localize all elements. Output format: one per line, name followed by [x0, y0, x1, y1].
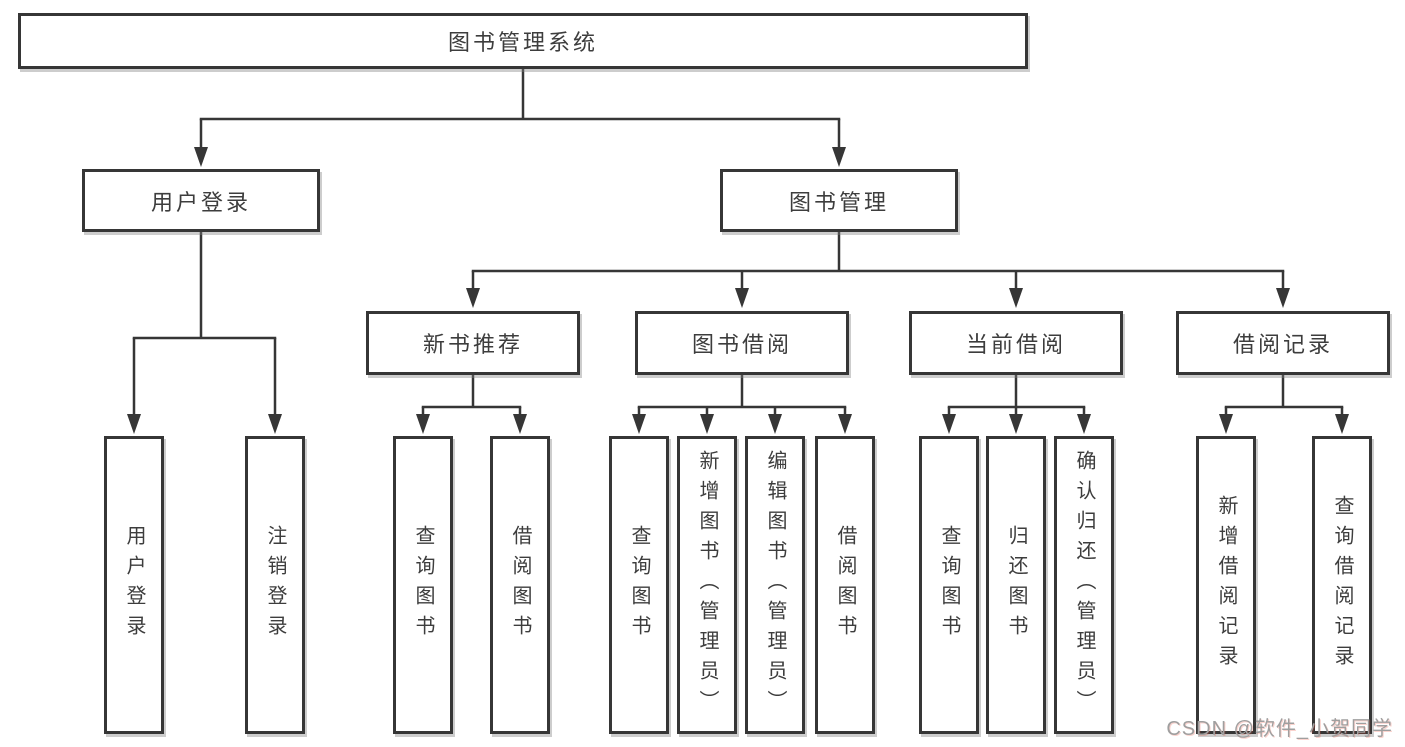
- leaf-recommend-borrow-books: 借阅图书: [490, 436, 550, 734]
- leaf-add-books-admin: 新增图书（管理员）: [677, 436, 737, 734]
- leaf-confirm-return-admin: 确认归还（管理员）: [1054, 436, 1114, 734]
- leaf-user-login: 用户登录: [104, 436, 164, 734]
- node-library-system-label: 图书管理系统: [447, 30, 598, 55]
- node-current-borrowing: 当前借阅: [909, 311, 1123, 375]
- leaf-query-borrow-record: 查询借阅记录: [1312, 436, 1372, 734]
- node-library-system: 图书管理系统: [18, 13, 1028, 69]
- leaf-recommend-query-books: 查询图书: [393, 436, 453, 734]
- leaf-edit-books-admin: 编辑图书（管理员）: [745, 436, 805, 734]
- leaf-confirm-return-admin-label: 确认归还（管理员）: [1073, 450, 1095, 720]
- leaf-logout: 注销登录: [245, 436, 305, 734]
- node-user-login: 用户登录: [82, 169, 320, 232]
- leaf-add-borrow-record: 新增借阅记录: [1196, 436, 1256, 734]
- arrowhead-icons: [127, 147, 1349, 434]
- leaf-recommend-query-books-label: 查询图书: [412, 525, 434, 645]
- node-user-login-label: 用户登录: [150, 189, 251, 215]
- leaf-logout-label: 注销登录: [264, 525, 286, 645]
- node-borrowing-records: 借阅记录: [1176, 311, 1390, 375]
- leaf-borrowing-borrow-books-label: 借阅图书: [834, 525, 856, 645]
- leaf-borrowing-query-books-label: 查询图书: [628, 525, 650, 645]
- node-book-borrowing-label: 图书借阅: [691, 332, 792, 357]
- node-book-management: 图书管理: [720, 169, 958, 232]
- leaf-recommend-borrow-books-label: 借阅图书: [509, 525, 531, 645]
- node-book-management-label: 图书管理: [788, 189, 889, 215]
- leaf-query-borrow-record-label: 查询借阅记录: [1331, 495, 1353, 675]
- node-borrowing-records-label: 借阅记录: [1232, 332, 1333, 357]
- leaf-current-query-books: 查询图书: [919, 436, 979, 734]
- leaf-add-borrow-record-label: 新增借阅记录: [1215, 495, 1237, 675]
- node-new-book-recommendation-label: 新书推荐: [422, 332, 523, 357]
- leaf-return-books: 归还图书: [986, 436, 1046, 734]
- leaf-user-login-label: 用户登录: [123, 525, 145, 645]
- node-current-borrowing-label: 当前借阅: [965, 332, 1066, 357]
- node-new-book-recommendation: 新书推荐: [366, 311, 580, 375]
- leaf-edit-books-admin-label: 编辑图书（管理员）: [764, 450, 786, 720]
- watermark: CSDN @软件_小贺同学: [1166, 718, 1393, 740]
- leaf-current-query-books-label: 查询图书: [938, 525, 960, 645]
- node-book-borrowing: 图书借阅: [635, 311, 849, 375]
- leaf-borrowing-borrow-books: 借阅图书: [815, 436, 875, 734]
- leaf-return-books-label: 归还图书: [1005, 525, 1027, 645]
- leaf-add-books-admin-label: 新增图书（管理员）: [696, 450, 718, 720]
- leaf-borrowing-query-books: 查询图书: [609, 436, 669, 734]
